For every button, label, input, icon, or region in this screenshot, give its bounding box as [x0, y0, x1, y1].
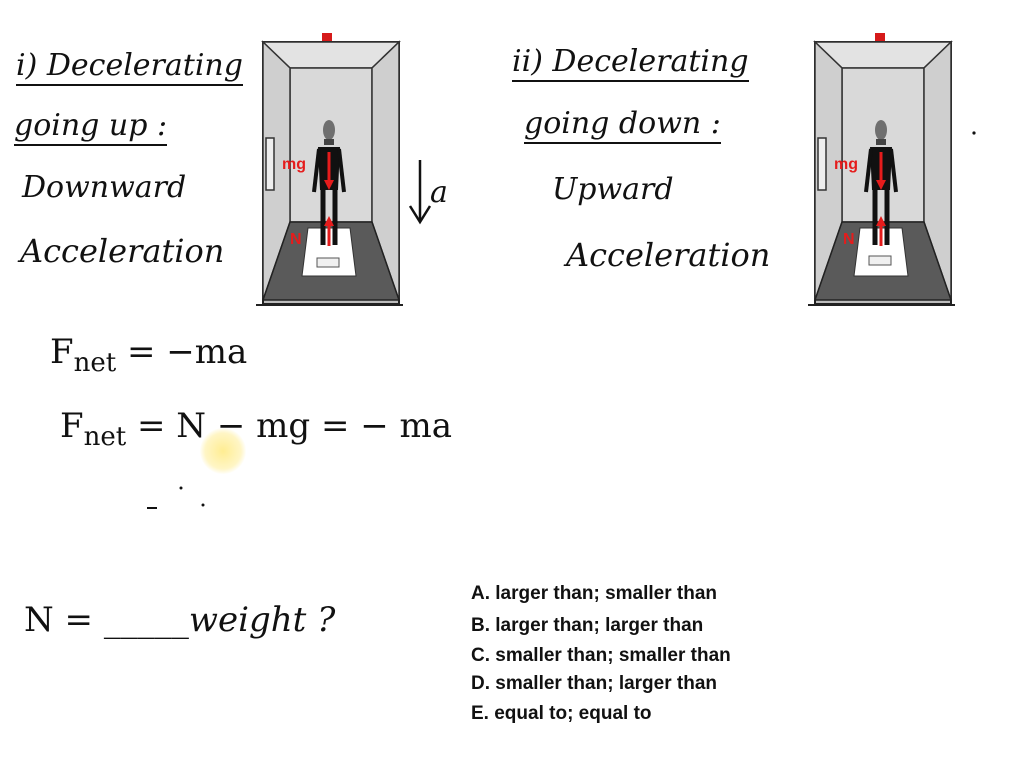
n-label-2: N — [843, 231, 855, 248]
elevator-2: mg N — [808, 33, 955, 306]
elevator-2-light — [875, 33, 885, 41]
question-blank: _____ — [103, 600, 189, 640]
fnet2-f: F — [60, 406, 84, 446]
case1-subtitle: going up : — [14, 108, 168, 146]
case1-title: i) Decelerating — [16, 48, 243, 86]
mg-label-1: mg — [282, 156, 306, 173]
equation-fnet-2: Fnet = N − mg = − ma — [60, 406, 452, 452]
fnet2-rhs: = N − mg = − ma — [126, 406, 453, 446]
option-e[interactable]: E. equal to; equal to — [471, 703, 652, 724]
case2-subtitle-text: going down : — [524, 106, 721, 144]
option-d[interactable]: D. smaller than; larger than — [471, 673, 718, 694]
case1-direction: Downward — [22, 170, 187, 205]
option-c[interactable]: C. smaller than; smaller than — [471, 645, 731, 666]
case1-subtitle-text: going up : — [14, 108, 168, 146]
fnet1-f: F — [50, 332, 74, 372]
question-rhs: weight ? — [188, 600, 336, 640]
case2-title: ii) Decelerating — [512, 44, 749, 82]
case2-subtitle: going down : — [524, 106, 721, 144]
option-b[interactable]: B. larger than; larger than — [471, 615, 704, 636]
question-lhs: N = — [24, 600, 104, 640]
n-label-1: N — [290, 231, 302, 248]
case2-direction: Upward — [552, 172, 674, 207]
elevator-1: mg N — [256, 33, 403, 306]
case2-acceleration: Acceleration — [566, 236, 771, 274]
mg-label-2: mg — [834, 156, 858, 173]
stray-dot-2 — [179, 486, 183, 490]
fnet1-sub: net — [73, 347, 117, 378]
option-a[interactable]: A. larger than; smaller than — [471, 583, 718, 604]
question-line: N = _____weight ? — [24, 600, 335, 640]
stray-dot-1 — [972, 131, 976, 135]
fnet2-sub: net — [83, 421, 127, 452]
acceleration-label: a — [430, 175, 448, 210]
case1-title-text: i) Decelerating — [16, 48, 243, 86]
acceleration-arrow: a — [408, 160, 448, 225]
case1-acceleration: Acceleration — [20, 232, 225, 270]
stray-dot-3 — [201, 503, 205, 507]
person-1 — [312, 120, 346, 245]
elevator-1-light — [322, 33, 332, 41]
cursor-highlight — [200, 428, 246, 474]
fnet1-rhs: = −ma — [116, 332, 248, 372]
equation-fnet-1: Fnet = −ma — [50, 332, 247, 378]
case2-title-text: ii) Decelerating — [512, 44, 749, 82]
